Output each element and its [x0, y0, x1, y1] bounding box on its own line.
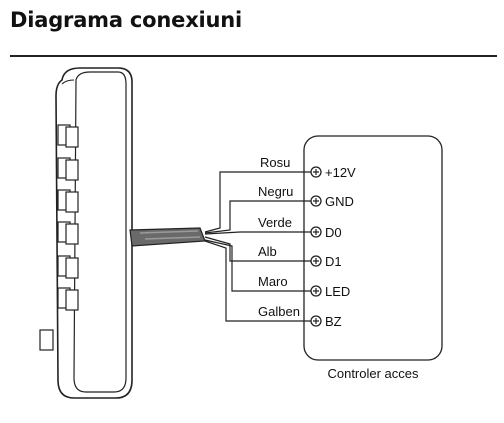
terminal-label: GND [325, 194, 354, 209]
plus-icon [313, 229, 319, 235]
keypad-key [65, 126, 79, 148]
plus-icon [313, 258, 319, 264]
plus-icon [313, 288, 319, 294]
wire-color-label: Verde [258, 215, 292, 230]
keypad-key [65, 223, 79, 245]
wire-line [204, 200, 312, 234]
wire-line [204, 231, 312, 235]
wire-color-label: Galben [258, 304, 300, 319]
wire-color-label: Rosu [260, 155, 290, 170]
card-reader [39, 67, 133, 399]
reader-window [39, 329, 54, 351]
wire-line [204, 240, 312, 322]
keypad [57, 124, 79, 311]
plus-icon [313, 318, 319, 324]
terminal-label: D1 [325, 254, 342, 269]
plus-icon [313, 198, 319, 204]
terminal-label: +12V [325, 165, 356, 180]
wire-color-label: Maro [258, 274, 288, 289]
keypad-key [65, 257, 79, 279]
keypad-key [65, 159, 79, 181]
page-title: Diagrama conexiuni [10, 8, 243, 32]
plus-icon [313, 169, 319, 175]
terminal-label: LED [325, 284, 350, 299]
keypad-key [65, 289, 79, 311]
wire-color-label: Alb [258, 244, 277, 259]
wire-line [204, 236, 312, 262]
terminal-label: BZ [325, 314, 342, 329]
controller-label: Controler acces [327, 366, 419, 381]
title-divider [10, 55, 497, 57]
terminal-label: D0 [325, 225, 342, 240]
keypad-key [65, 191, 79, 213]
wire-color-label: Negru [258, 184, 293, 199]
cable [129, 227, 206, 247]
wire-line [204, 239, 312, 292]
controller-box [303, 135, 443, 361]
wire-line [204, 171, 312, 233]
